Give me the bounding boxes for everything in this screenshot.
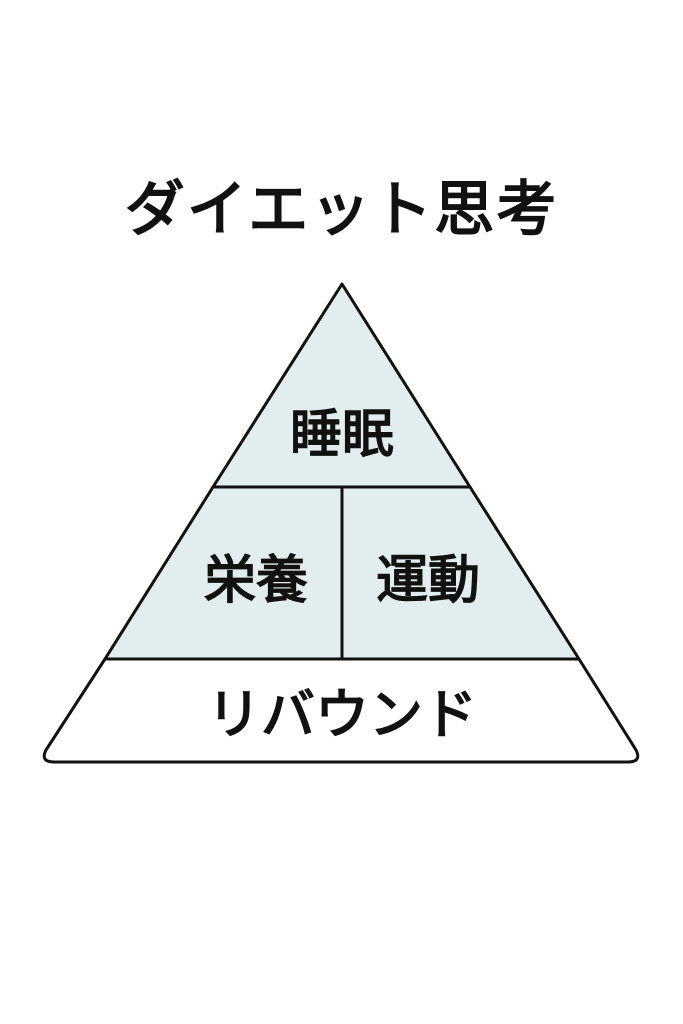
pyramid-top-label: 睡眠 (290, 405, 394, 465)
pyramid-base-section (42, 657, 640, 764)
pyramid-base-label: リバウンド (207, 683, 477, 746)
pyramid-middle-right-label: 運動 (376, 551, 480, 611)
pyramid-middle-left-label: 栄養 (204, 551, 308, 611)
page-title: ダイエット思考 (124, 175, 559, 245)
